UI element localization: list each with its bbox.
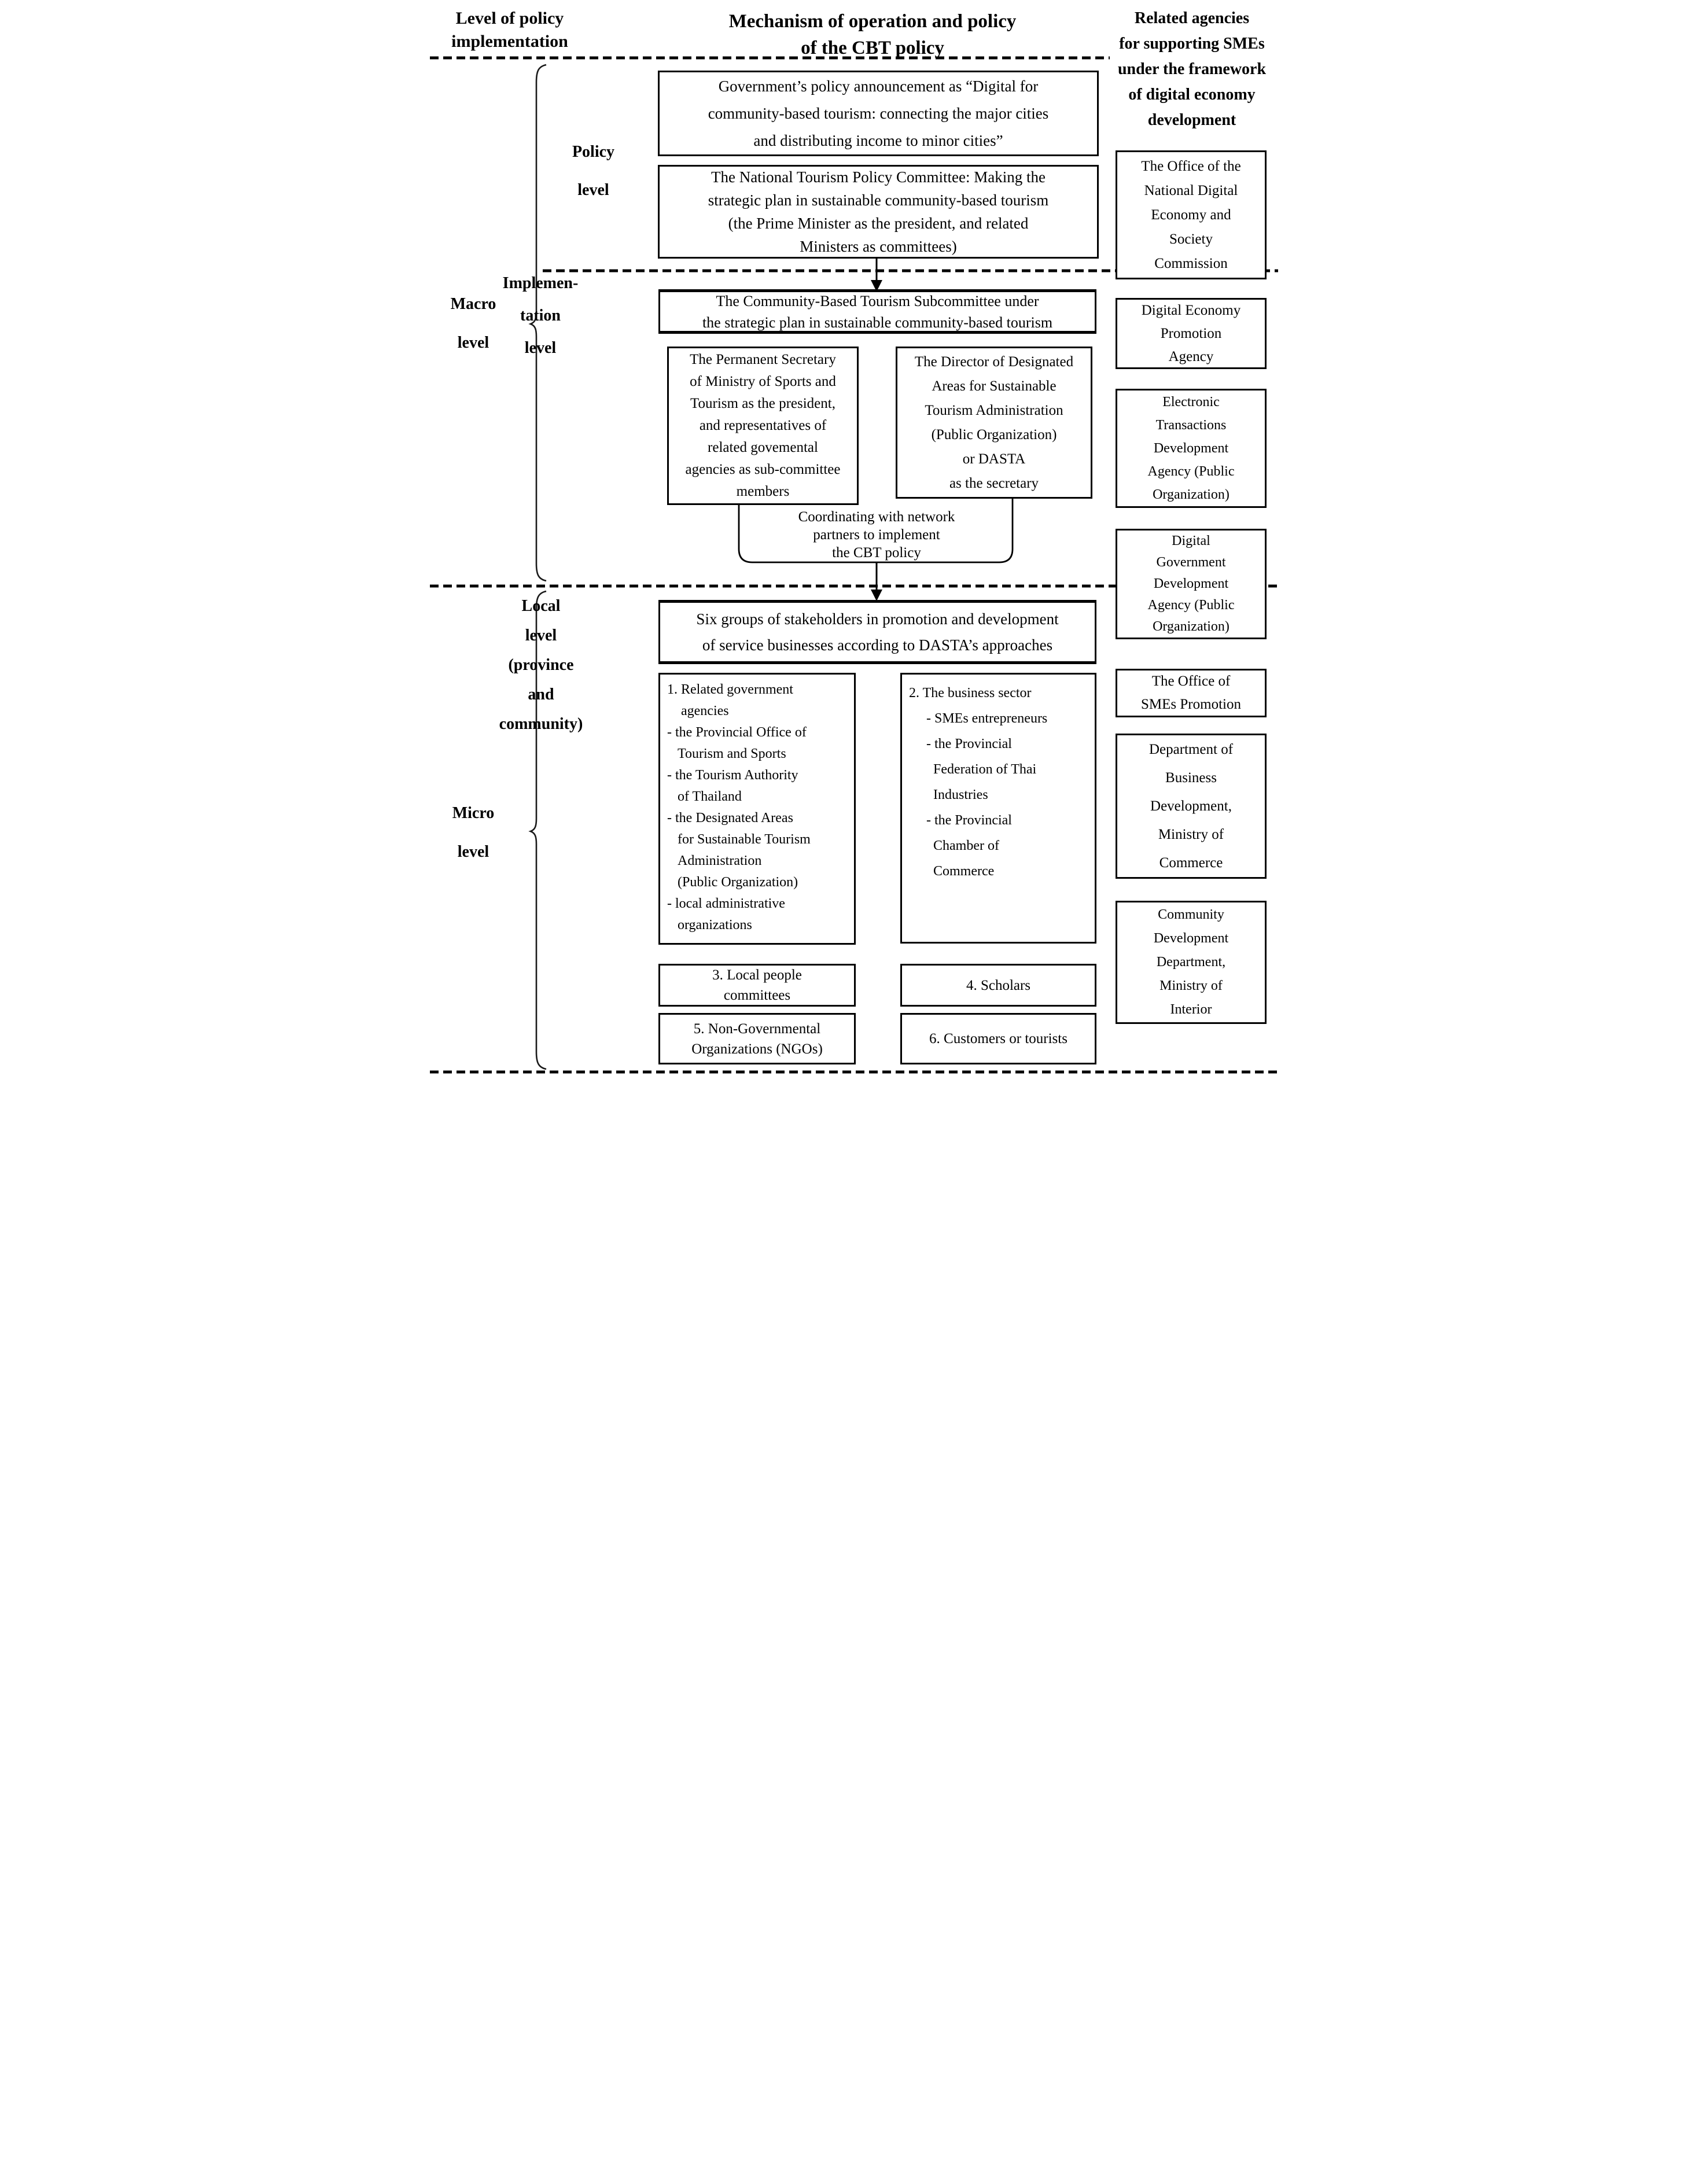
six-groups-box: Six groups of stakeholders in promotion … <box>658 600 1096 664</box>
group-4-scholars-box: 4. Scholars <box>900 964 1096 1007</box>
column-header-agencies: Related agencies for supporting SMEs und… <box>1117 9 1267 129</box>
cbt-policy-diagram: Level of policy implementation Mechanism… <box>427 0 1281 1080</box>
national-tourism-committee-box: The National Tourism Policy Committee: M… <box>658 165 1099 259</box>
arrow-head-2 <box>871 590 882 601</box>
column-header-mechanism: Mechanism of operation and policy of the… <box>728 11 1017 58</box>
agency-box-osmep: The Office of SMEs Promotion <box>1116 669 1267 717</box>
agency-box-ndes-commission: The Office of the National Digital Econo… <box>1116 150 1267 279</box>
micro-level-brace <box>528 590 547 1070</box>
macro-level-brace <box>528 64 547 582</box>
agency-box-dga: Digital Government Development Agency (P… <box>1116 529 1267 639</box>
gov-announcement-box: Government’s policy announcement as “Dig… <box>658 71 1099 156</box>
column-header-levels: Level of policy implementation <box>451 9 568 51</box>
group-5-ngos-box: 5. Non-Governmental Organizations (NGOs) <box>658 1013 856 1064</box>
group-3-local-people-box: 3. Local people committees <box>658 964 856 1007</box>
dasta-director-box: The Director of Designated Areas for Sus… <box>896 347 1092 499</box>
label-implementation-level: Implemen- tation level <box>502 274 579 357</box>
group-2-business-sector-box: 2. The business sector - SMEs entreprene… <box>900 673 1096 944</box>
group-1-government-agencies-box: 1. Related government agencies - the Pro… <box>658 673 856 945</box>
cbt-subcommittee-box: The Community-Based Tourism Subcommittee… <box>658 289 1096 334</box>
coordinating-bracket <box>738 498 1014 563</box>
agency-box-cdd-interior: Community Development Department, Minist… <box>1116 901 1267 1024</box>
coordinating-note: Coordinating with network partners to im… <box>798 509 955 561</box>
label-local-level: Local level (province and community) <box>499 597 583 733</box>
permanent-secretary-box: The Permanent Secretary of Ministry of S… <box>667 347 859 505</box>
agency-box-etda: Electronic Transactions Development Agen… <box>1116 389 1267 508</box>
agency-box-dbd-commerce: Department of Business Development, Mini… <box>1116 734 1267 879</box>
agency-box-depa: Digital Economy Promotion Agency <box>1116 298 1267 369</box>
arrow-head-1 <box>871 280 882 292</box>
label-micro-level: Micro level <box>452 804 495 861</box>
label-macro-level: Macro level <box>450 295 496 352</box>
label-policy-level: Policy level <box>572 143 615 199</box>
group-6-customers-box: 6. Customers or tourists <box>900 1013 1096 1064</box>
